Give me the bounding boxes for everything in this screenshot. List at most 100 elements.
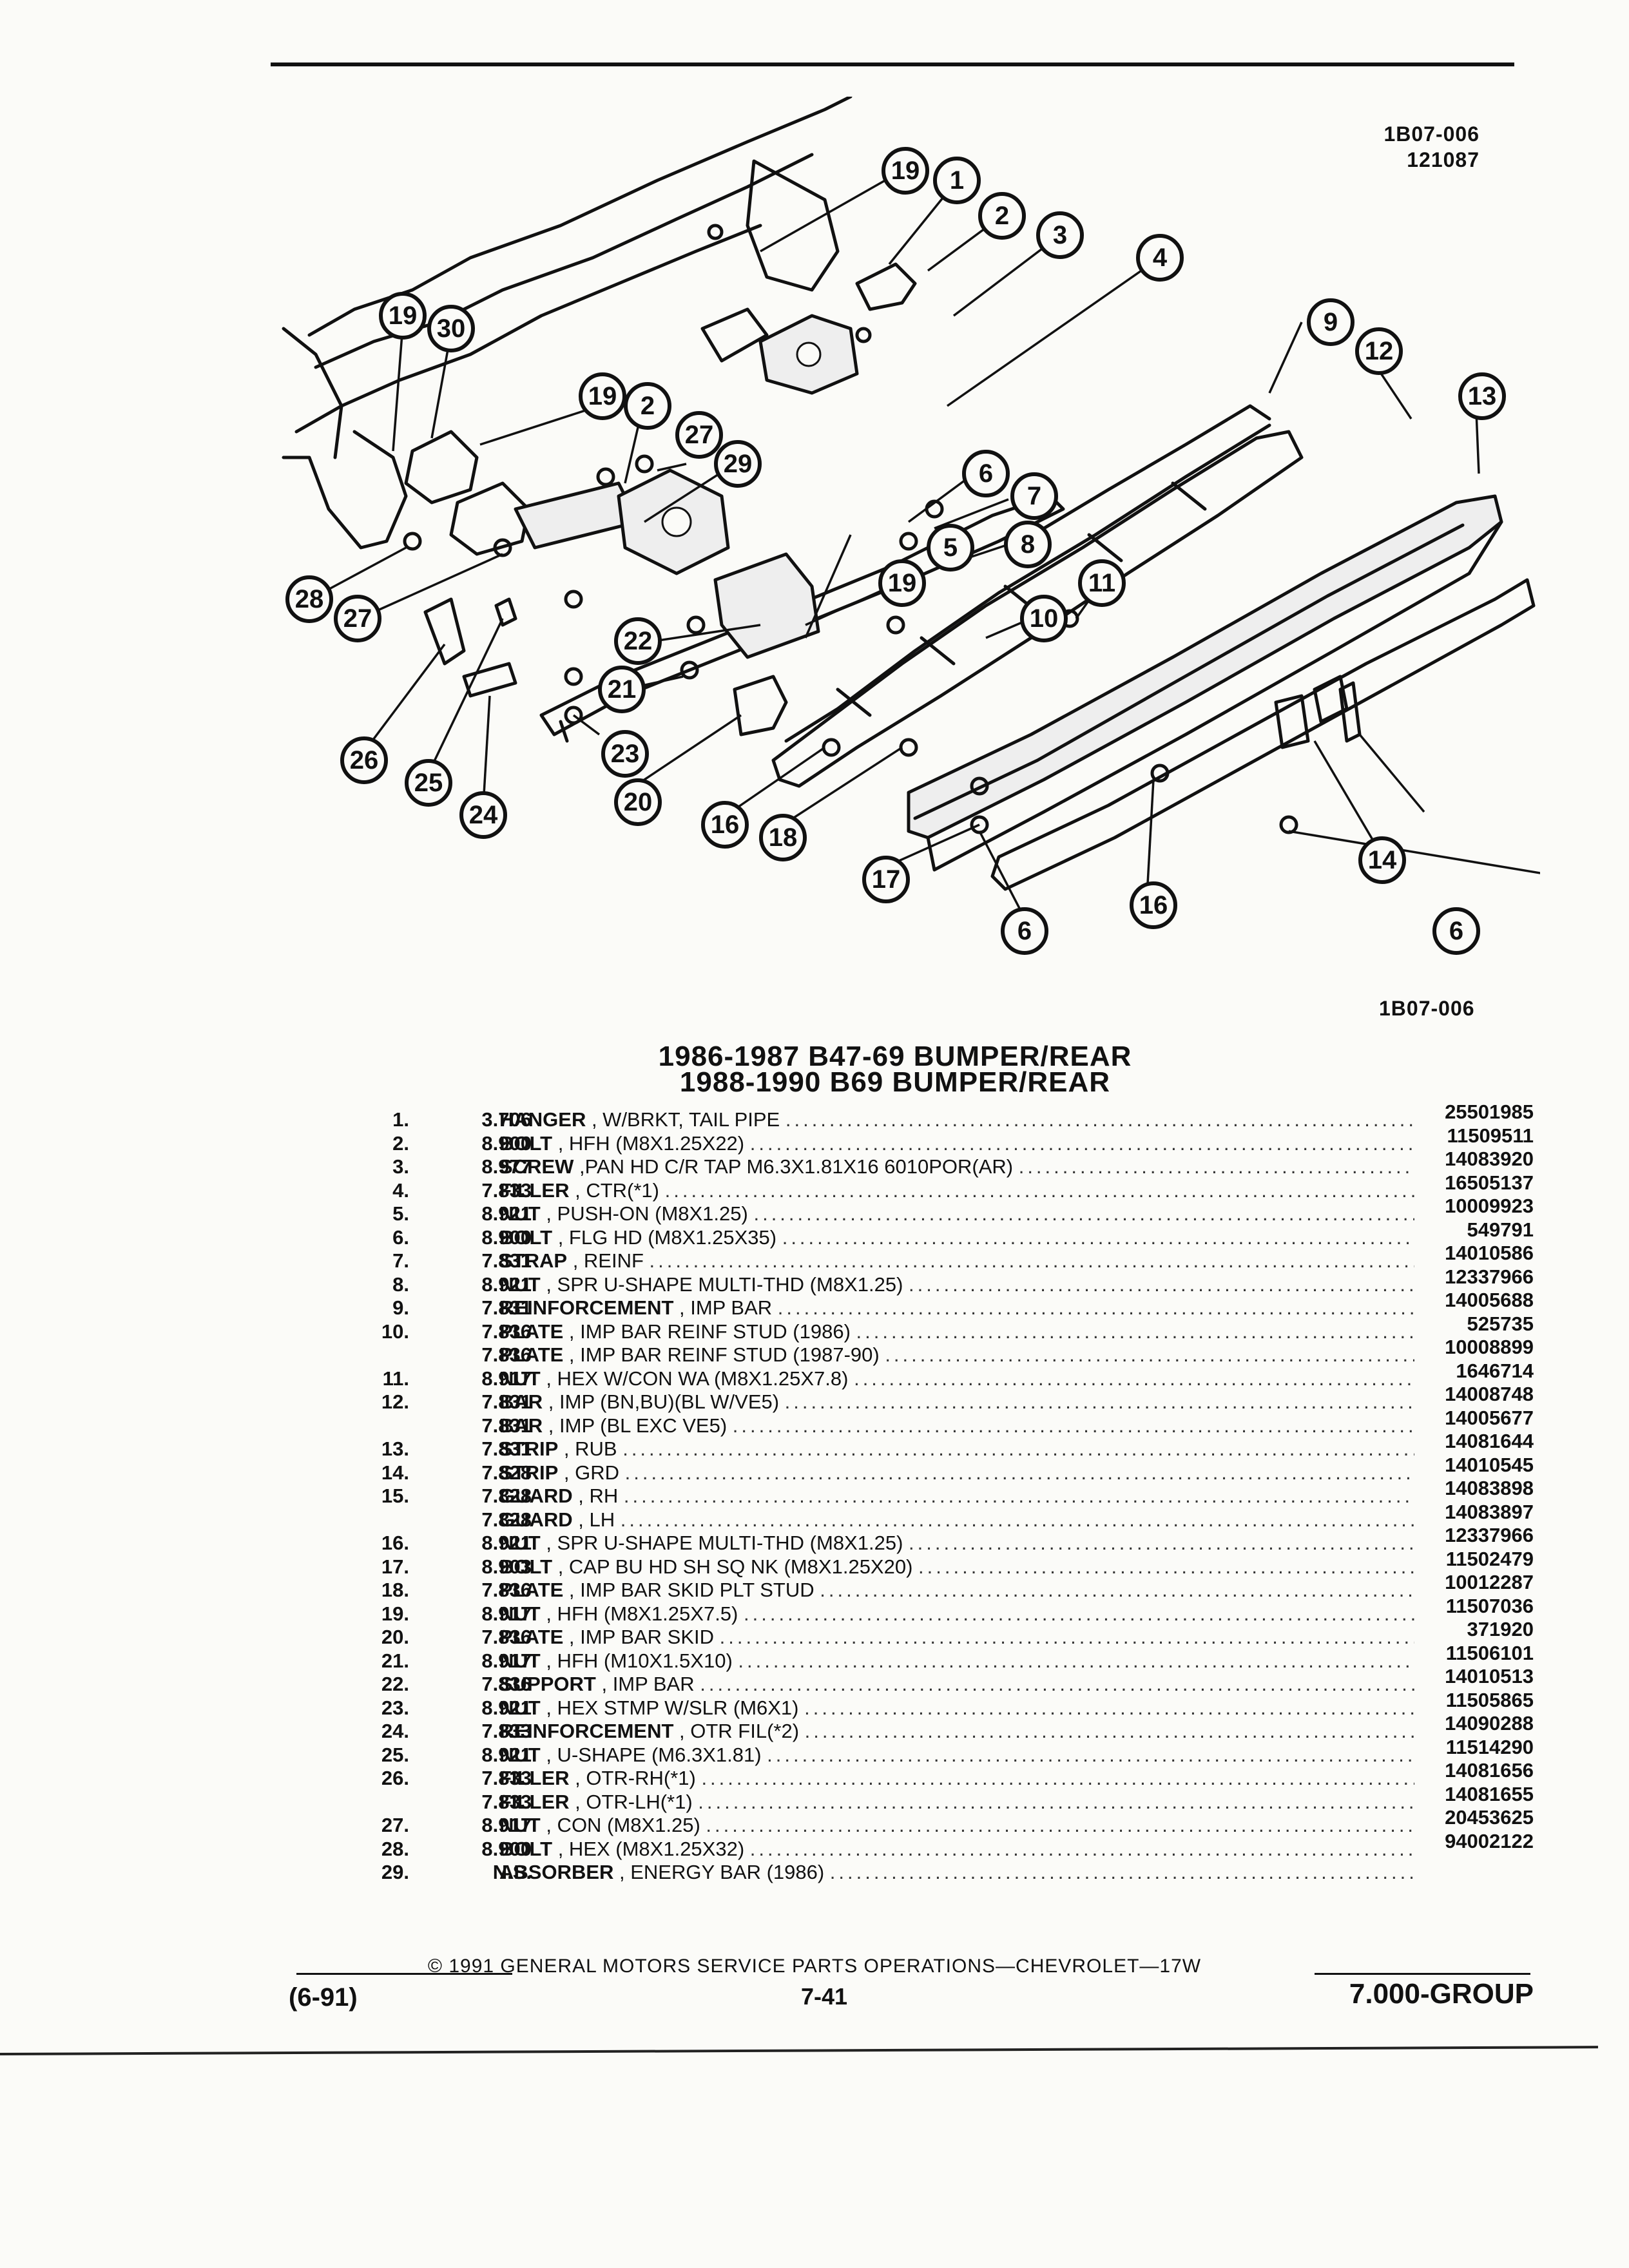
leader-dots: ........................................…	[749, 1837, 1414, 1860]
part-detail: , RUB	[558, 1437, 623, 1460]
callout-8: 8	[1004, 521, 1052, 568]
callout-label: 30	[437, 314, 466, 343]
callout-18: 18	[759, 814, 807, 861]
part-description: PLATE , IMP BAR SKID PLT STUD ..........…	[499, 1579, 1414, 1602]
callout-label: 3	[1053, 221, 1067, 249]
part-detail: , ENERGY BAR (1986)	[613, 1861, 830, 1883]
callout-label: 13	[1468, 382, 1497, 410]
part-description: BAR , IMP (BN,BU)(BL W/VE5) ............…	[499, 1390, 1414, 1414]
part-detail: , IMP BAR REINF STUD (1986)	[563, 1320, 856, 1343]
callout-26: 26	[340, 736, 388, 784]
part-description: SUPPORT , IMP BAR ......................…	[499, 1673, 1414, 1696]
line-number: 3.	[392, 1155, 409, 1178]
callout-label: 19	[588, 382, 617, 410]
callout-25: 25	[405, 759, 452, 807]
callout-19: 19	[878, 559, 926, 607]
bottom-rule	[0, 2046, 1598, 2055]
group-number: 7.833	[481, 1178, 532, 1202]
callout-label: 12	[1365, 337, 1394, 365]
leader-dots: ........................................…	[664, 1178, 1414, 1202]
group-number: 8.921	[481, 1273, 532, 1296]
leader-dots: ........................................…	[918, 1555, 1414, 1578]
footer-group: 7.000-GROUP	[1349, 1978, 1534, 2010]
callout-label: 18	[769, 823, 798, 852]
group-number: 7.836	[481, 1673, 532, 1695]
callout-label: 2	[641, 392, 655, 420]
part-name: BOLT	[499, 1837, 553, 1860]
top-rule	[271, 62, 1514, 66]
line-number: 23.	[381, 1696, 409, 1719]
callout-label: 19	[888, 569, 917, 597]
part-description: REINFORCEMENT , IMP BAR ................…	[499, 1296, 1414, 1320]
parts-row: 29.N.S.ABSORBER , ENERGY BAR (1986) ....…	[335, 1861, 1534, 1885]
part-name: SUPPORT	[499, 1673, 596, 1695]
part-number: 14010545	[1445, 1453, 1534, 1476]
part-description: REINFORCEMENT , OTR FIL(*2) ............…	[499, 1720, 1414, 1743]
part-name: PLATE	[499, 1579, 564, 1601]
part-detail: , IMP BAR REINF STUD (1987-90)	[563, 1343, 885, 1366]
part-name: NUT	[499, 1649, 541, 1672]
part-name: GUARD	[499, 1508, 573, 1531]
leader-dots: ........................................…	[856, 1320, 1414, 1343]
callout-6: 6	[1432, 907, 1480, 955]
part-description: FILLER , OTR-RH(*1) ....................…	[499, 1767, 1414, 1790]
callout-14: 14	[1358, 836, 1406, 884]
callout-30: 30	[427, 305, 475, 352]
header-ref-code: 1B07-006	[1383, 122, 1480, 146]
fastener-drawing	[403, 224, 1298, 834]
group-number: 7.836	[481, 1320, 532, 1343]
callout-12: 12	[1355, 327, 1403, 375]
leader-dots: ........................................…	[738, 1649, 1414, 1672]
part-name: STRIP	[499, 1437, 559, 1460]
group-number: 8.921	[481, 1532, 532, 1554]
footer-page-number: 7-41	[800, 1983, 848, 2010]
callout-7: 7	[1010, 472, 1058, 520]
callout-3: 3	[1036, 211, 1084, 259]
group-number: 8.921	[481, 1743, 532, 1766]
part-detail: , IMP (BL EXC VE5)	[543, 1414, 733, 1437]
part-name: NUT	[499, 1367, 541, 1390]
callout-1: 1	[933, 157, 981, 204]
part-name: REINFORCEMENT	[499, 1720, 674, 1742]
group-number: 7.831	[481, 1414, 532, 1437]
part-number: 14010513	[1445, 1665, 1534, 1687]
leader-dots: ........................................…	[820, 1579, 1414, 1601]
part-detail: , SPR U-SHAPE MULTI-THD (M8X1.25)	[540, 1273, 909, 1296]
callout-10: 10	[1020, 595, 1068, 642]
line-number: 18.	[381, 1579, 409, 1601]
part-name: BAR	[499, 1414, 543, 1437]
part-description: BOLT , CAP BU HD SH SQ NK (M8X1.25X20) .…	[499, 1555, 1414, 1579]
group-number: 8.917	[481, 1602, 532, 1625]
callout-label: 28	[295, 585, 324, 613]
part-name: FILLER	[499, 1178, 570, 1202]
part-description: NUT , U-SHAPE (M6.3X1.81) ..............…	[499, 1744, 1414, 1767]
group-number: 7.833	[481, 1790, 532, 1813]
line-number: 19.	[381, 1602, 409, 1625]
vehicle-frame-drawing	[282, 97, 853, 550]
group-number: 7.831	[481, 1296, 532, 1319]
leader-dots: ........................................…	[777, 1296, 1414, 1319]
part-description: PLATE , IMP BAR REINF STUD (1986) ......…	[499, 1320, 1414, 1343]
group-number: 8.921	[481, 1696, 532, 1719]
page-title-line-2: 1988-1990 B69 BUMPER/REAR	[679, 1066, 1111, 1098]
part-name: NUT	[499, 1814, 541, 1836]
absorber-bracket-drawing	[449, 454, 730, 575]
line-number: 17.	[381, 1555, 409, 1578]
callout-2: 2	[624, 382, 671, 430]
callout-16: 16	[701, 801, 749, 849]
group-number: 7.831	[481, 1437, 532, 1460]
group-number: 7.836	[481, 1343, 532, 1366]
part-detail: , OTR-RH(*1)	[569, 1767, 702, 1789]
group-number: 7.831	[481, 1249, 532, 1272]
callout-label: 27	[343, 604, 372, 633]
part-description: PLATE , IMP BAR SKID ...................…	[499, 1626, 1414, 1649]
part-description: PLATE , IMP BAR REINF STUD (1987-90) ...…	[499, 1343, 1414, 1367]
